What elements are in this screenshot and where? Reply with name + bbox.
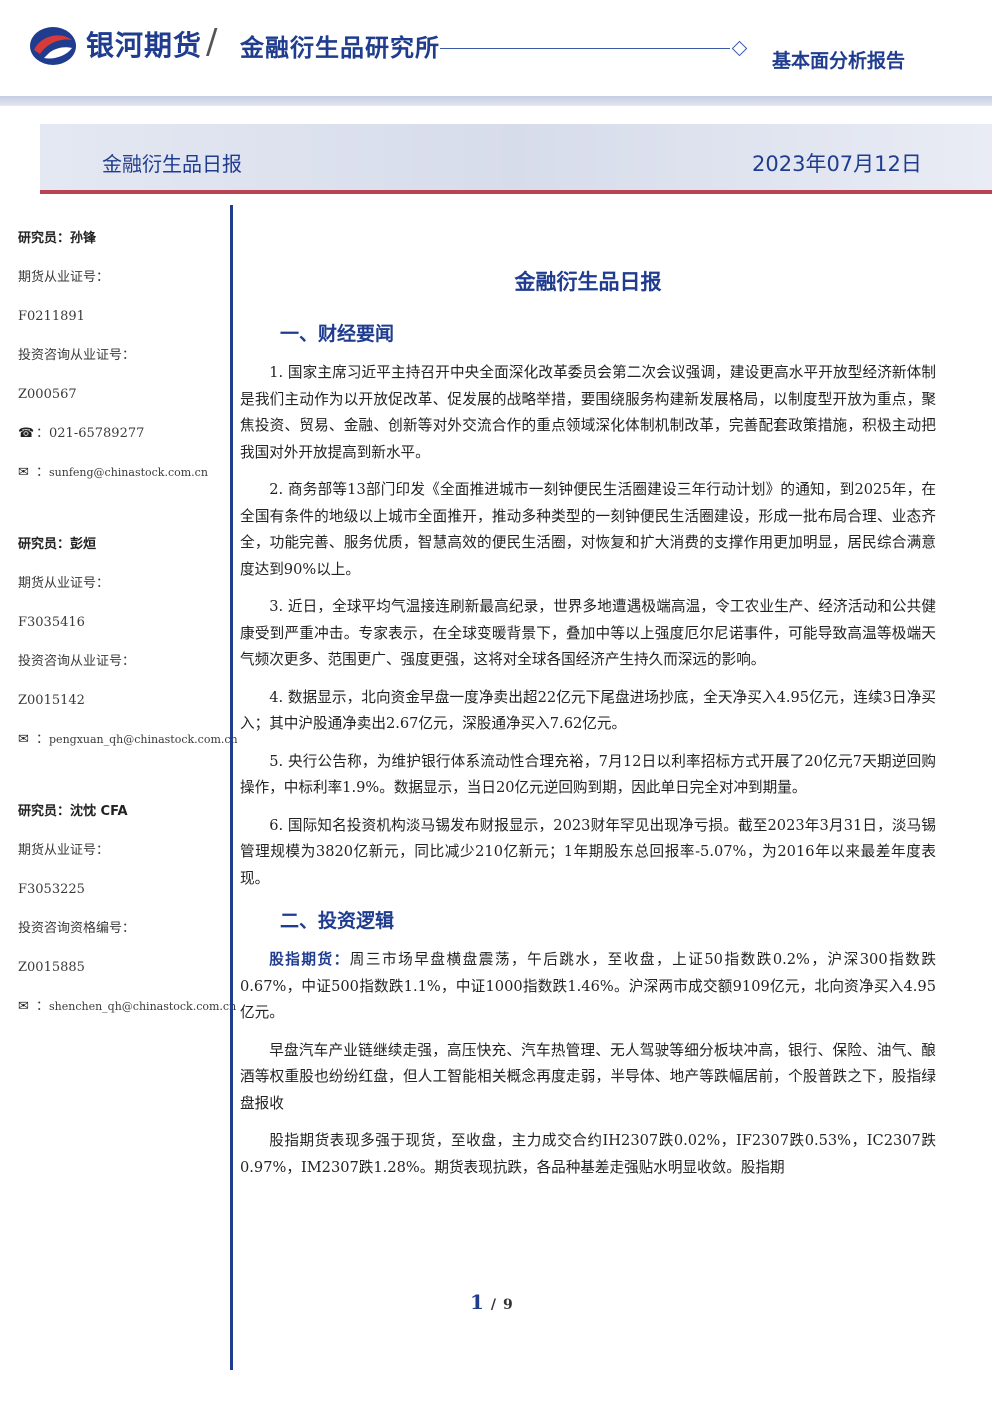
consult-license-label: 投资咨询资格编号： — [18, 921, 136, 936]
news-paragraph: 1. 国家主席习近平主持召开中央全面深化改革委员会第二次会议强调，建设更高水平开… — [240, 364, 936, 461]
page-number: 1 / 9 — [470, 1290, 513, 1314]
news-paragraph: 2. 商务部等13部门印发《全面推进城市一刻钟便民生活圈建设三年行动计划》的通知… — [240, 481, 936, 578]
section-heading-logic: 二、投资逻辑 — [280, 910, 395, 932]
email-colon: ： — [36, 465, 50, 480]
logic-paragraph-text: 周三市场早盘横盘震荡，午后跳水，至收盘，上证50指数跌0.2%，沪深300指数跌… — [240, 951, 936, 1021]
phone-icon: ☎ — [18, 426, 35, 441]
document-title: 金融衍生品日报 — [514, 270, 662, 294]
diamond-icon — [731, 40, 748, 57]
futures-license-number: F3053225 — [18, 882, 85, 897]
phone-number: 021-65789277 — [49, 426, 145, 441]
section-heading-news: 一、财经要闻 — [280, 323, 395, 345]
email-icon: ✉ — [18, 465, 29, 480]
email-colon: ： — [36, 999, 50, 1014]
researcher-block: 研究员：沈忱 CFA 期货从业证号： F3053225 投资咨询资格编号： Z0… — [18, 801, 236, 1035]
sidebar-divider — [230, 205, 233, 1370]
header-rule — [440, 48, 730, 49]
banner-title: 金融衍生品日报 — [102, 152, 242, 176]
logic-paragraph: 股指期货：周三市场早盘横盘震荡，午后跳水，至收盘，上证50指数跌0.2%，沪深3… — [240, 947, 936, 1027]
email-link[interactable]: shenchen_qh@chinastock.com.cn — [49, 1000, 237, 1013]
news-paragraph: 6. 国际知名投资机构淡马锡发布财报显示，2023财年罕见出现净亏损。截至202… — [240, 816, 936, 887]
report-type: 基本面分析报告 — [772, 50, 906, 72]
futures-license-number: F0211891 — [18, 309, 85, 324]
consult-license-label: 投资咨询从业证号： — [18, 348, 136, 363]
consult-license-number: Z0015885 — [18, 960, 85, 975]
futures-license-number: F3035416 — [18, 615, 85, 630]
page-separator: / — [490, 1297, 497, 1313]
email-icon: ✉ — [18, 732, 29, 747]
researcher-block: 研究员：彭烜 期货从业证号： F3035416 投资咨询从业证号： Z00151… — [18, 534, 238, 768]
researcher-block: 研究员：孙锋 期货从业证号： F0211891 投资咨询从业证号： Z00056… — [18, 228, 228, 501]
stock-index-futures-label: 股指期货： — [269, 951, 350, 968]
researcher-name: 研究员：孙锋 — [18, 231, 97, 246]
phone-colon: ： — [36, 426, 50, 441]
institute-name: 金融衍生品研究所 — [240, 34, 440, 62]
consult-license-label: 投资咨询从业证号： — [18, 654, 136, 669]
report-date: 2023年07月12日 — [752, 152, 922, 176]
phone-row: ☎：021-65789277 — [18, 423, 228, 462]
company-logo-text: 银河期货 — [86, 29, 203, 62]
news-paragraph: 4. 数据显示，北向资金早盘一度净卖出超22亿元下尾盘进场抄底，全天净买入4.9… — [240, 688, 936, 733]
news-paragraph: 3. 近日，全球平均气温接连刷新最高纪录，世界多地遭遇极端高温，令工农业生产、经… — [240, 598, 936, 668]
researcher-sidebar: 研究员：孙锋 期货从业证号： F0211891 投资咨询从业证号： Z00056… — [18, 228, 238, 1035]
header-band — [0, 96, 992, 106]
galaxy-logo-icon — [30, 27, 76, 65]
email-colon: ： — [36, 732, 50, 747]
email-row: ✉ ：shenchen_qh@chinastock.com.cn — [18, 996, 236, 1035]
news-paragraph: 5. 央行公告称，为维护银行体系流动性合理充裕，7月12日以利率招标方式开展了2… — [240, 752, 936, 797]
logic-paragraph: 早盘汽车产业链继续走强，高压快充、汽车热管理、无人驾驶等细分板块冲高，银行、保险… — [240, 1041, 936, 1112]
consult-license-number: Z0015142 — [18, 693, 85, 708]
consult-license-number: Z000567 — [18, 387, 77, 402]
header-separator: / — [206, 22, 218, 62]
current-page: 1 — [470, 1290, 484, 1314]
futures-license-label: 期货从业证号： — [18, 576, 110, 591]
researcher-name: 研究员：沈忱 CFA — [18, 804, 128, 819]
email-icon: ✉ — [18, 999, 29, 1014]
email-row: ✉ ：sunfeng@chinastock.com.cn — [18, 462, 228, 501]
title-banner — [40, 124, 992, 194]
researcher-name: 研究员：彭烜 — [18, 537, 97, 552]
email-link[interactable]: pengxuan_qh@chinastock.com.cn — [49, 733, 238, 746]
logic-paragraph: 股指期货表现多强于现货，至收盘，主力成交合约IH2307跌0.02%，IF230… — [240, 1132, 936, 1176]
main-content: 金融衍生品日报 一、财经要闻 1. 国家主席习近平主持召开中央全面深化改革委员会… — [240, 262, 936, 1192]
banner-underline — [40, 190, 992, 194]
email-link[interactable]: sunfeng@chinastock.com.cn — [49, 466, 208, 479]
total-pages: 9 — [502, 1297, 513, 1313]
email-row: ✉ ：pengxuan_qh@chinastock.com.cn — [18, 729, 238, 768]
page-header: 银河期货 / 金融衍生品研究所 基本面分析报告 — [0, 0, 992, 108]
futures-license-label: 期货从业证号： — [18, 843, 110, 858]
futures-license-label: 期货从业证号： — [18, 270, 110, 285]
